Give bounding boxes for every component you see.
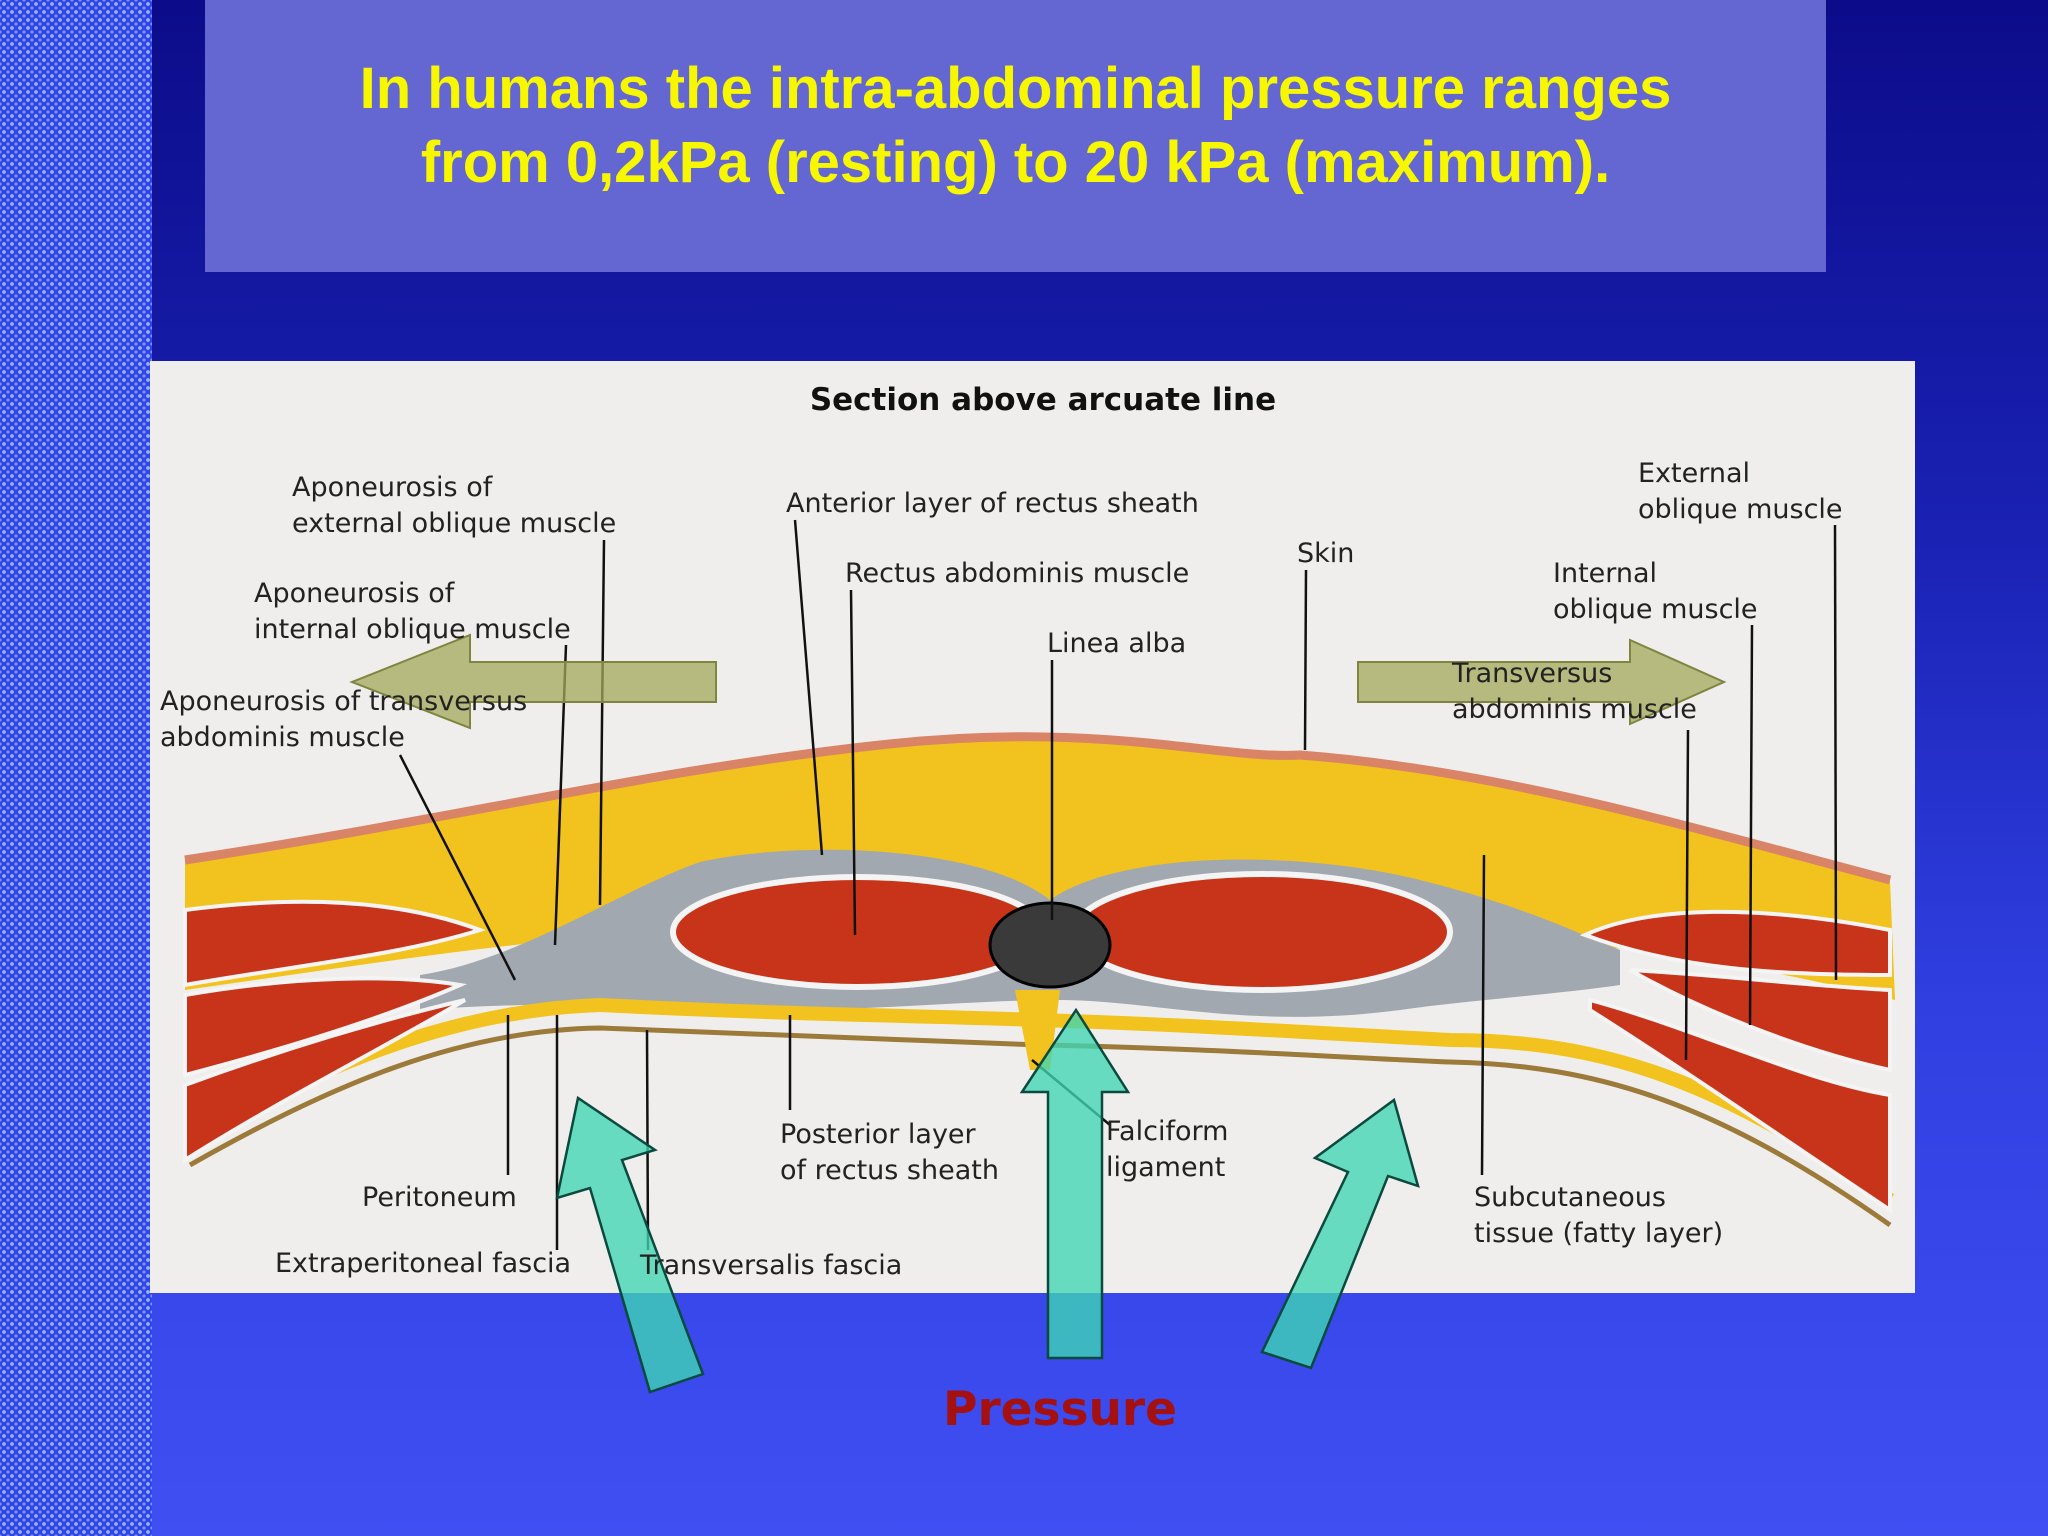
label-int-oblique-1: Internal [1553, 558, 1657, 589]
label-transversus-2: abdominis muscle [1452, 694, 1697, 725]
label-int-oblique-2: oblique muscle [1553, 594, 1758, 625]
label-subcutaneous-2: tissue (fatty layer) [1474, 1218, 1723, 1249]
skin-layer [184, 732, 1892, 885]
label-posterior-1: Posterior layer [780, 1119, 977, 1150]
pressure-arrow-center [1019, 1007, 1131, 1360]
title-line-2: from 0,2kPa (resting) to 20 kPa (maximum… [420, 130, 1611, 195]
label-posterior-2: of rectus sheath [780, 1155, 999, 1186]
linea-alba-marker [988, 901, 1112, 989]
label-apon-trans-2: abdominis muscle [160, 722, 405, 753]
label-apon-int-2: internal oblique muscle [254, 614, 571, 645]
label-apon-ext-2: external oblique muscle [292, 508, 616, 539]
lateral-muscle-left-3 [183, 998, 467, 1164]
label-transversus-1: Transversus [1451, 658, 1612, 689]
lateral-arrow-left [349, 633, 717, 730]
label-skin: Skin [1297, 538, 1354, 569]
label-linea-alba: Linea alba [1047, 628, 1186, 659]
pressure-arrow-left [555, 1095, 705, 1394]
section-title: Section above arcuate line [810, 382, 1276, 418]
label-ext-oblique-1: External [1638, 458, 1750, 489]
pressure-label: Pressure [943, 1382, 1177, 1437]
rectus-muscle-left [670, 874, 1046, 990]
lateral-muscle-left-2 [183, 976, 467, 1078]
rectus-muscle-right [1071, 871, 1453, 993]
label-apon-int-1: Aponeurosis of [254, 578, 456, 609]
slide-title: In humans the intra-abdominal pressure r… [205, 52, 1826, 200]
lateral-muscle-right-2 [1629, 968, 1892, 1073]
label-apon-ext-1: Aponeurosis of [292, 472, 494, 503]
lateral-muscle-right-1 [1579, 909, 1892, 978]
label-peritoneum: Peritoneum [362, 1182, 517, 1213]
label-anterior-layer: Anterior layer of rectus sheath [786, 488, 1199, 519]
dotted-side-strip [0, 0, 152, 1536]
label-transversalis: Transversalis fascia [639, 1250, 902, 1281]
pressure-arrow-right [1260, 1097, 1420, 1370]
label-rectus: Rectus abdominis muscle [845, 558, 1189, 589]
lateral-muscle-right-3 [1588, 997, 1892, 1214]
label-falciform-1: Falciform [1106, 1116, 1228, 1147]
lateral-muscle-left-1 [183, 899, 487, 988]
title-line-1: In humans the intra-abdominal pressure r… [359, 56, 1672, 121]
label-subcutaneous-1: Subcutaneous [1474, 1182, 1666, 1213]
label-ext-oblique-2: oblique muscle [1638, 494, 1843, 525]
lateral-arrow-right [1357, 638, 1727, 726]
label-apon-trans-1: Aponeurosis of transversus [160, 686, 527, 717]
label-falciform-2: ligament [1106, 1152, 1225, 1183]
label-extraperitoneal: Extraperitoneal fascia [275, 1248, 571, 1279]
title-box [205, 0, 1826, 272]
